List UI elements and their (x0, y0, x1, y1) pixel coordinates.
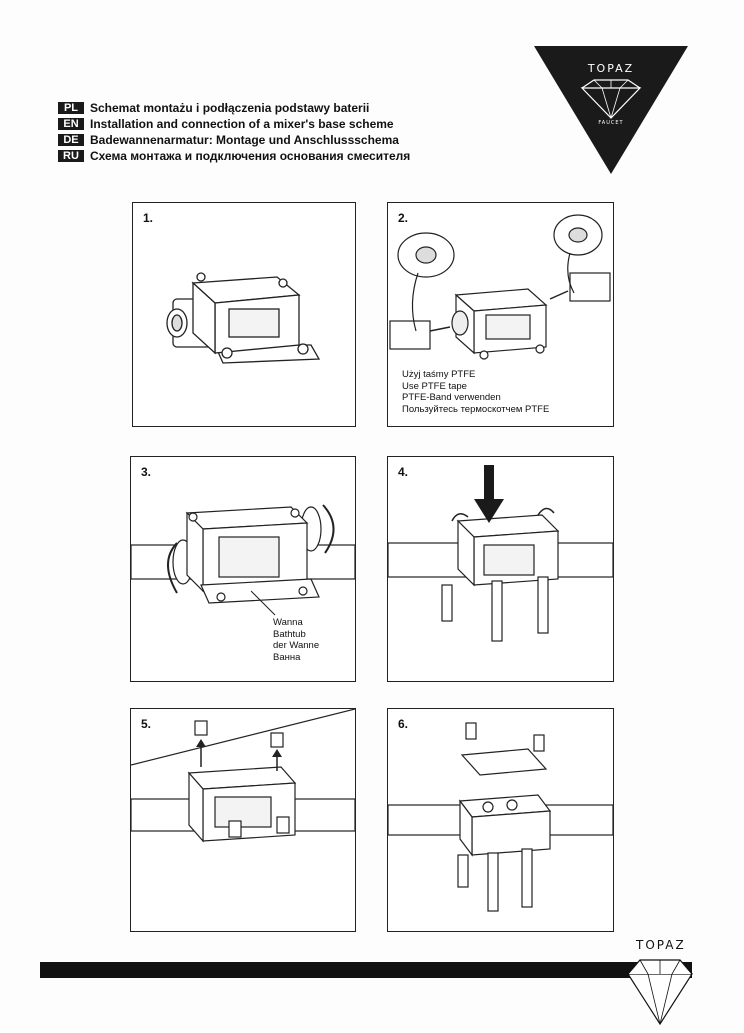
note-line: Пользуйтесь термоскотчем PTFE (402, 403, 550, 415)
mixer-base-illustration (166, 272, 321, 364)
logo-brand-sub: FAUCET (598, 120, 624, 126)
step-panel-2: 2. Użyj taśmy PTFE Use PTFE tape PTFE-Ba… (387, 202, 614, 427)
bathtub-note: Wanna Bathtub der Wanne Ванна (273, 617, 319, 663)
title-de: DE Badewannenarmatur: Montage und Anschl… (58, 132, 410, 147)
topaz-logo: TOPAZ FAUCET (532, 44, 690, 176)
note-line: der Wanne (273, 640, 320, 651)
thread-connection-illustration (131, 504, 355, 616)
step-panel-4: 4. (387, 456, 614, 682)
ptfe-note: Użyj taśmy PTFE Use PTFE tape PTFE-Band … (402, 369, 549, 415)
note-line: Bathtub (273, 628, 306, 640)
lang-badge: DE (58, 133, 84, 146)
step-number: 3. (141, 465, 152, 479)
lang-badge: PL (58, 101, 84, 114)
logo-brand-name: TOPAZ (587, 62, 635, 75)
note-line: Use PTFE tape (402, 380, 467, 392)
footer-bar (40, 962, 692, 978)
lang-badge: RU (58, 149, 84, 162)
lang-badge: EN (58, 117, 84, 130)
final-assembly-illustration (388, 722, 613, 912)
remove-screws-illustration (131, 709, 355, 843)
title-text: Schemat montażu i podłączenia podstawy b… (90, 100, 370, 115)
title-text: Installation and connection of a mixer's… (90, 116, 394, 131)
title-ru: RU Схема монтажа и подключения основания… (58, 148, 410, 163)
note-line: Ванна (273, 651, 301, 663)
title-block: PL Schemat montażu i podłączenia podstaw… (58, 100, 410, 164)
title-text: Схема монтажа и подключения основания см… (90, 148, 411, 163)
step-number: 1. (143, 211, 154, 225)
step-panel-1: 1. (132, 202, 356, 427)
title-pl: PL Schemat montażu i podłączenia podstaw… (58, 100, 410, 115)
step-number: 5. (141, 717, 152, 731)
note-line: Użyj taśmy PTFE (402, 369, 476, 380)
title-text: Badewannenarmatur: Montage und Anschluss… (90, 132, 399, 147)
step-number: 2. (398, 211, 409, 225)
footer-brand: TOPAZ (636, 938, 686, 952)
step-number: 6. (398, 717, 409, 731)
title-en: EN Installation and connection of a mixe… (58, 116, 410, 131)
note-line: PTFE-Band verwenden (402, 392, 501, 403)
step-panel-5: 5. (130, 708, 356, 932)
footer-diamond-logo (620, 952, 700, 1028)
step-number: 4. (398, 465, 409, 479)
note-line: Wanna (273, 617, 303, 628)
mount-base-illustration (388, 465, 613, 642)
step-panel-3: 3. Wanna Bathtub der Wanne Ванна (130, 456, 356, 682)
step-panel-6: 6. (387, 708, 614, 932)
ptfe-tape-illustration (389, 214, 611, 360)
